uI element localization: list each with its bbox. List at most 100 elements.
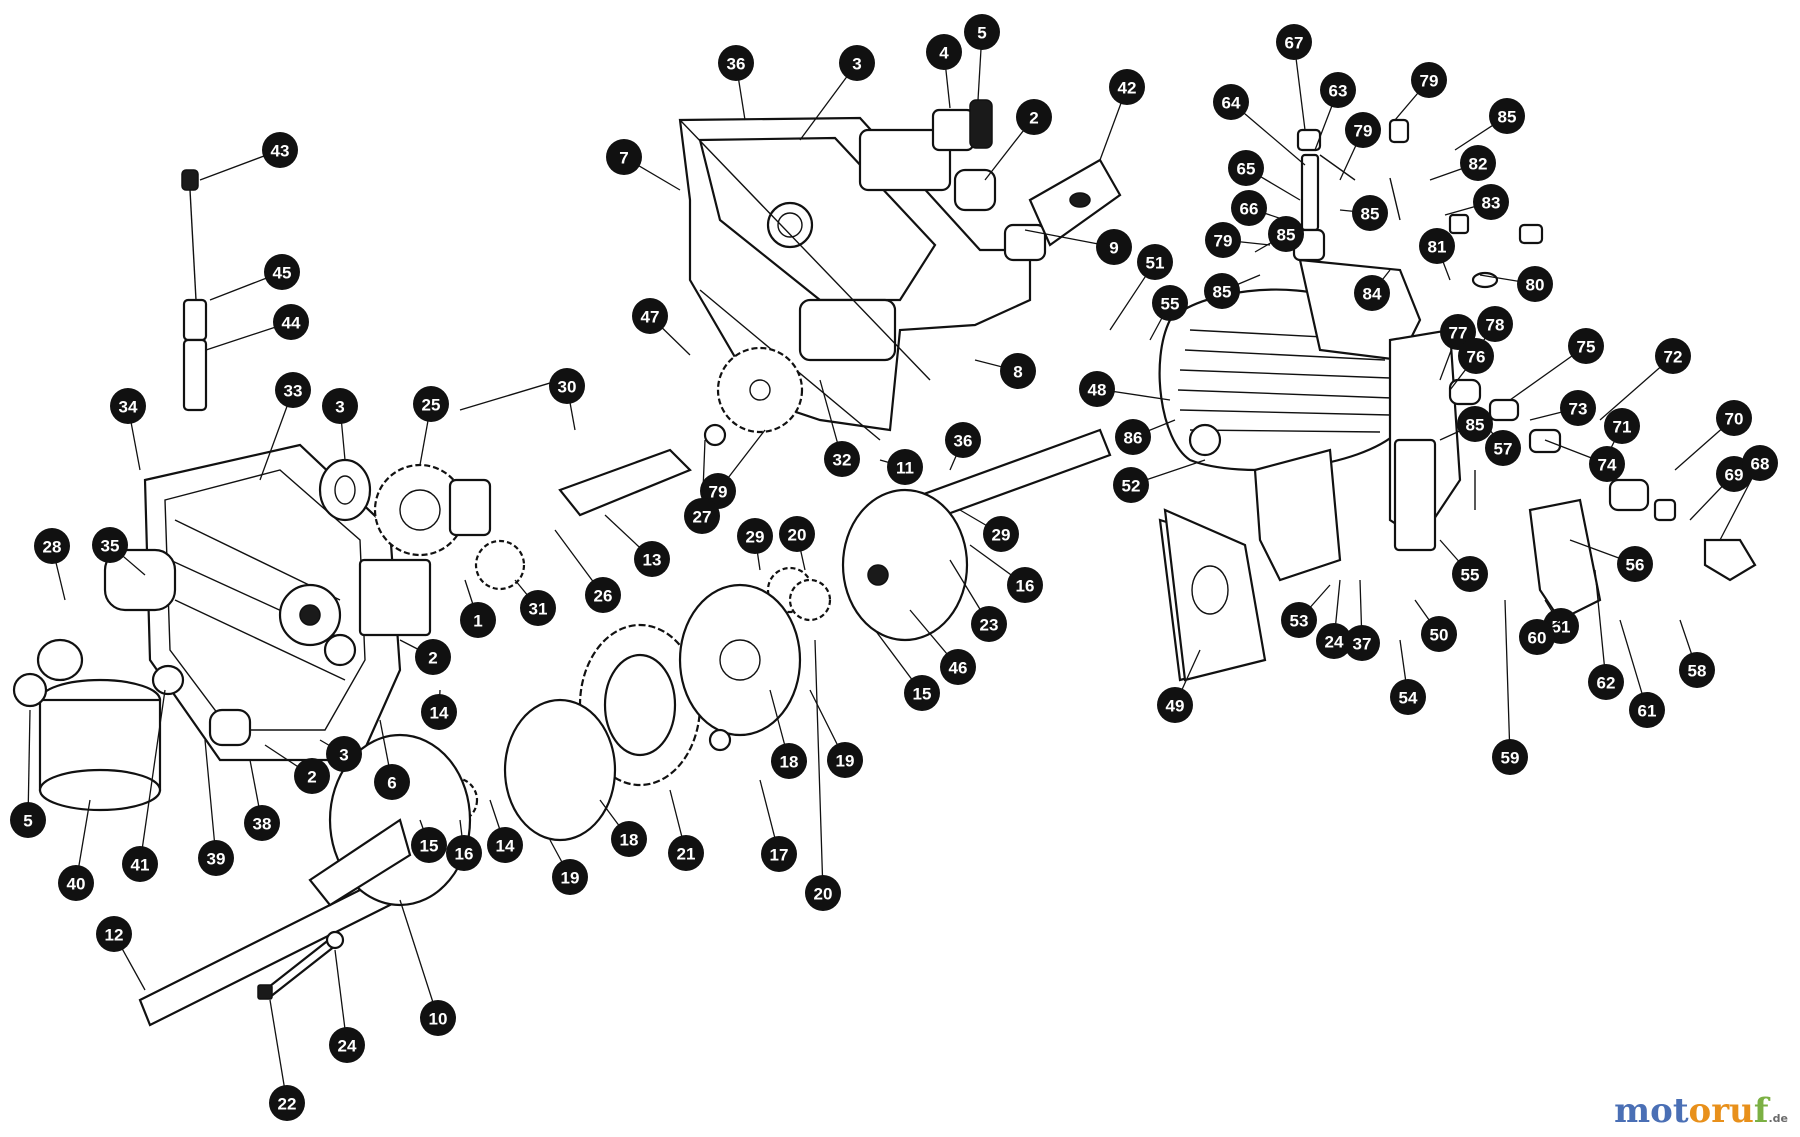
callout-number: 35 (101, 537, 120, 556)
callout-number: 8 (1013, 363, 1022, 382)
callout-circle (1452, 556, 1488, 592)
callout-28: 28 (34, 528, 70, 601)
callout-circle (1568, 328, 1604, 364)
callout-18: 18 (599, 799, 647, 857)
callout-number: 20 (814, 885, 833, 904)
ring-gears (308, 488, 969, 907)
callout-number: 12 (105, 926, 124, 945)
callout-circle (446, 835, 482, 871)
callout-number: 71 (1613, 418, 1632, 437)
callout-number: 15 (420, 837, 439, 856)
callout-55: 55 (1149, 285, 1188, 341)
callout-number: 3 (339, 746, 348, 765)
callout-circle (632, 298, 668, 334)
callout-40: 40 (58, 799, 94, 901)
callout-circle (964, 14, 1000, 50)
callout-number: 22 (278, 1095, 297, 1114)
callout-circle (92, 527, 128, 563)
callout-circle (1489, 98, 1525, 134)
callout-leader-line (1504, 599, 1511, 758)
callout-circle (1716, 400, 1752, 436)
callout-number: 13 (643, 551, 662, 570)
callout-16: 16 (446, 819, 482, 871)
callout-number: 84 (1363, 285, 1382, 304)
callout-circle (904, 675, 940, 711)
callout-37: 37 (1344, 579, 1380, 661)
callout-circle (971, 606, 1007, 642)
callout-circle (275, 372, 311, 408)
callout-circle (1016, 99, 1052, 135)
callout-number: 23 (980, 616, 999, 635)
callout-61: 61 (1619, 619, 1665, 728)
callout-number: 14 (496, 837, 515, 856)
callout-number: 86 (1124, 429, 1143, 448)
callout-circle (110, 388, 146, 424)
callout-circle (1419, 228, 1455, 264)
callout-65: 65 (1228, 150, 1301, 201)
callout-14: 14 (487, 799, 523, 863)
callout-circle (926, 34, 962, 70)
callout-circle (1354, 275, 1390, 311)
callout-circle (460, 602, 496, 638)
callout-leader-line (814, 639, 824, 894)
callout-number: 47 (641, 308, 660, 327)
callout-number: 76 (1467, 348, 1486, 367)
callout-67: 67 (1276, 24, 1312, 131)
callout-number: 64 (1222, 94, 1241, 113)
callout-number: 37 (1353, 635, 1372, 654)
callout-number: 10 (429, 1010, 448, 1029)
callout-number: 54 (1399, 689, 1418, 708)
callout-12: 12 (96, 916, 146, 991)
callout-76: 76 (1449, 338, 1494, 391)
callout-circle (824, 441, 860, 477)
callout-14: 14 (421, 689, 457, 730)
callout-35: 35 (92, 527, 146, 576)
callout-number: 73 (1569, 400, 1588, 419)
callout-55: 55 (1439, 539, 1488, 592)
callout-circle (1390, 679, 1426, 715)
callout-circle (1213, 84, 1249, 120)
callout-circle (1316, 623, 1352, 659)
callout-circle (1079, 371, 1115, 407)
callout-circle (1655, 338, 1691, 374)
callout-number: 70 (1725, 410, 1744, 429)
callout-1: 1 (460, 579, 496, 638)
callout-number: 52 (1122, 477, 1141, 496)
gasket (1163, 508, 1267, 682)
upper-left-bearings (318, 423, 732, 752)
callout-number: 55 (1161, 295, 1180, 314)
callout-15: 15 (411, 819, 447, 863)
callout-circle (420, 1000, 456, 1036)
callout-48: 48 (1079, 371, 1171, 407)
callout-circle (122, 846, 158, 882)
callout-circle (634, 541, 670, 577)
callout-circle (1152, 285, 1188, 321)
callout-circle (1109, 69, 1145, 105)
callout-number: 49 (1166, 697, 1185, 716)
callout-19: 19 (549, 839, 588, 895)
callout-number: 16 (455, 845, 474, 864)
callout-circle (684, 498, 720, 534)
callout-33: 33 (259, 372, 311, 481)
callout-59: 59 (1492, 599, 1528, 775)
callout-number: 50 (1430, 626, 1449, 645)
callout-circle (668, 835, 704, 871)
callout-number: 58 (1688, 662, 1707, 681)
callout-circle (1157, 687, 1193, 723)
callout-circle (322, 388, 358, 424)
callout-86: 86 (1115, 419, 1176, 455)
callout-number: 57 (1494, 440, 1513, 459)
callout-circle (1589, 446, 1625, 482)
callout-circle (1231, 190, 1267, 226)
callout-number: 21 (677, 845, 696, 864)
callout-number: 72 (1664, 348, 1683, 367)
callout-circle (1281, 602, 1317, 638)
callout-3: 3 (799, 45, 875, 141)
callout-circle (329, 1027, 365, 1063)
callout-number: 85 (1277, 226, 1296, 245)
callout-number: 24 (1325, 633, 1344, 652)
callout-4: 4 (926, 34, 962, 109)
callout-number: 14 (430, 704, 449, 723)
callout-number: 42 (1118, 79, 1137, 98)
callout-number: 30 (558, 378, 577, 397)
